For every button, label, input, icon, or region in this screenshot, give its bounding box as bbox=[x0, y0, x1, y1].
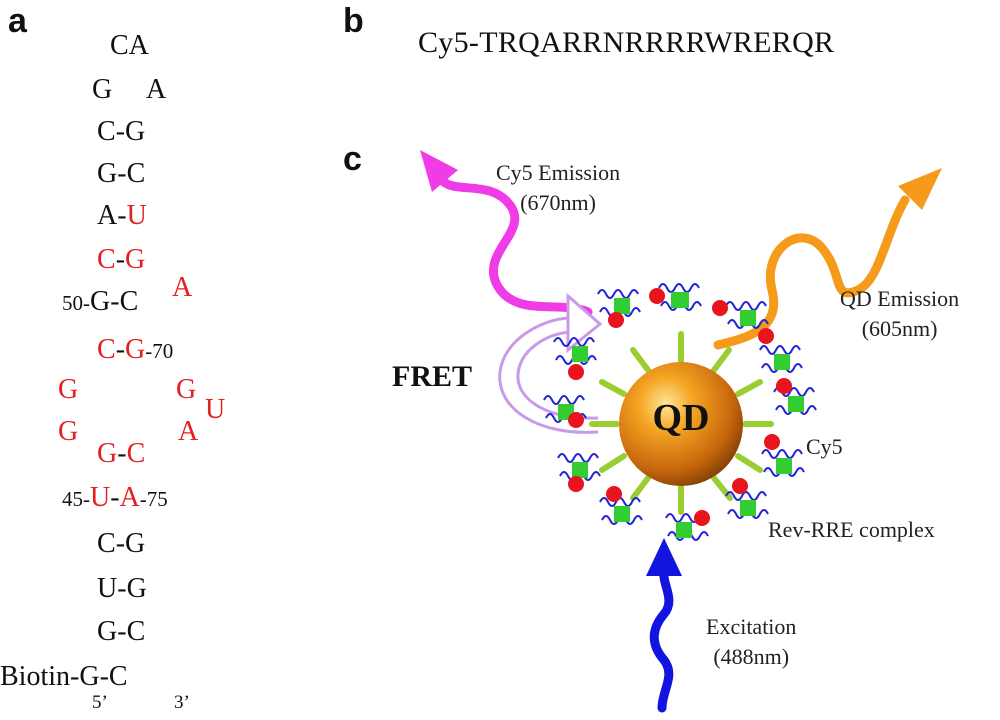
rev-rre-complex-label: Rev-RRE complex bbox=[768, 517, 935, 542]
base: G bbox=[125, 528, 146, 559]
cy5-emission-arrow bbox=[420, 150, 593, 317]
base-pair: G-C bbox=[97, 440, 145, 468]
base: G bbox=[90, 286, 111, 317]
bond: - bbox=[115, 528, 126, 559]
base: G bbox=[79, 661, 100, 692]
base-pair: G-C bbox=[97, 160, 145, 188]
base-pair: C-G-70 bbox=[97, 336, 173, 364]
base: A bbox=[97, 200, 118, 231]
bulge-a: A bbox=[172, 272, 193, 303]
internal-loop-u: U bbox=[205, 394, 226, 425]
base: G bbox=[97, 158, 118, 189]
base: G bbox=[125, 334, 146, 365]
base: U bbox=[126, 200, 147, 231]
three-prime-label: 3’ bbox=[174, 692, 190, 713]
base: C bbox=[126, 616, 146, 647]
base-pair: 50-G-C bbox=[62, 288, 138, 316]
position-50: 50- bbox=[62, 291, 90, 315]
base-pair: C-G bbox=[97, 118, 145, 146]
base-pair: G-C bbox=[97, 618, 145, 646]
complex bbox=[599, 486, 643, 525]
qd-emission-arrow bbox=[713, 168, 942, 350]
base: C bbox=[119, 286, 139, 317]
bond: - bbox=[117, 573, 127, 604]
complex bbox=[761, 434, 805, 477]
qd-label: QD bbox=[652, 397, 710, 439]
complex bbox=[725, 478, 769, 519]
fret-label: FRET bbox=[392, 360, 473, 393]
complex bbox=[773, 378, 817, 415]
base: G bbox=[125, 244, 146, 275]
base-pair: C-G bbox=[97, 246, 145, 274]
cy5-label: Cy5 bbox=[806, 434, 843, 459]
base: C bbox=[97, 528, 116, 559]
excitation-arrow bbox=[646, 538, 682, 713]
bond: - bbox=[115, 334, 126, 365]
panel-a-label: a bbox=[8, 2, 27, 40]
internal-loop-g: G bbox=[58, 374, 79, 405]
complex bbox=[553, 337, 597, 380]
base-pair: C-G bbox=[97, 530, 145, 558]
loop-nucleotides: CA bbox=[110, 30, 149, 61]
base: C bbox=[108, 661, 128, 692]
five-prime-label: 5’ bbox=[92, 692, 108, 713]
rev-rre-complexes bbox=[543, 283, 817, 541]
complex bbox=[712, 300, 769, 329]
bond: - bbox=[117, 158, 127, 189]
bond: - bbox=[110, 286, 120, 317]
base: G bbox=[126, 573, 147, 604]
biotin-label: Biotin- bbox=[0, 661, 80, 692]
complex bbox=[665, 510, 710, 541]
bond: - bbox=[115, 116, 126, 147]
base: U bbox=[97, 573, 118, 604]
rev-peptide-sequence: Cy5-TRQARRNRRRRWRERQR bbox=[418, 26, 835, 59]
base: C bbox=[126, 438, 146, 469]
base-pair: A-U bbox=[97, 202, 147, 230]
bond: - bbox=[115, 244, 126, 275]
qd-emission-label: QD Emission (605nm) bbox=[840, 286, 960, 341]
bond: - bbox=[110, 482, 120, 513]
base: G bbox=[125, 116, 146, 147]
position-75: -75 bbox=[139, 487, 168, 511]
bond: - bbox=[117, 438, 127, 469]
loop-left-g: G bbox=[92, 74, 113, 105]
complex bbox=[557, 453, 601, 492]
internal-loop-a: A bbox=[178, 416, 199, 447]
base: A bbox=[119, 482, 140, 513]
complex bbox=[543, 395, 587, 428]
complex bbox=[597, 289, 641, 328]
base-pair: U-G bbox=[97, 575, 147, 603]
excitation-label: Excitation (488nm) bbox=[706, 614, 797, 669]
base-pair: Biotin-G-C bbox=[0, 663, 128, 691]
base: C bbox=[97, 334, 116, 365]
position-45: 45- bbox=[62, 487, 90, 511]
internal-loop-g: G bbox=[58, 416, 79, 447]
base: G bbox=[97, 438, 118, 469]
bond: - bbox=[117, 616, 127, 647]
complex bbox=[649, 283, 702, 311]
quantum-dot bbox=[619, 362, 743, 486]
internal-loop-g: G bbox=[176, 374, 197, 405]
base: C bbox=[97, 116, 116, 147]
base-pair: 45-U-A-75 bbox=[62, 484, 168, 512]
cy5-emission-label: Cy5 Emission (670nm) bbox=[496, 160, 621, 215]
complex bbox=[758, 328, 803, 373]
panel-c-label: c bbox=[343, 140, 362, 178]
bond: - bbox=[99, 661, 109, 692]
loop-right-a: A bbox=[146, 74, 167, 105]
base: C bbox=[97, 244, 116, 275]
base: C bbox=[126, 158, 146, 189]
panel-b-label: b bbox=[343, 2, 364, 40]
position-70: -70 bbox=[145, 339, 174, 363]
base: G bbox=[97, 616, 118, 647]
base: U bbox=[90, 482, 111, 513]
bond: - bbox=[117, 200, 127, 231]
